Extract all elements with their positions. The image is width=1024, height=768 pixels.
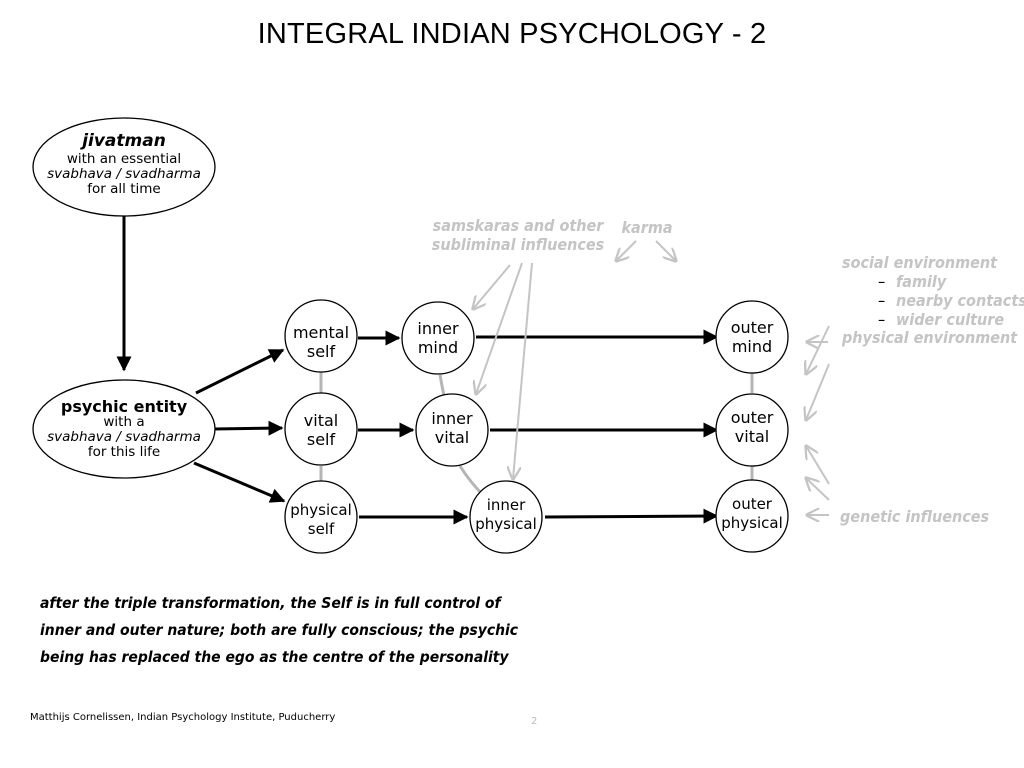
psychic-line2: svabhava / svadharma: [47, 429, 201, 445]
outer-mind-line2: mind: [732, 337, 772, 356]
env-arrow-2: [806, 325, 830, 374]
jivatman-line2: svabhava / svadharma: [47, 166, 201, 182]
family-label: family: [896, 272, 947, 291]
genetic-arrow-2: [806, 478, 830, 501]
outer-physical-line2: physical: [721, 514, 783, 532]
wider-culture-label: wider culture: [896, 310, 1004, 329]
arrow-inner-physical-to-outer-physical: [544, 508, 719, 524]
psychic-entity-node: psychic entity with a svabhava / svadhar…: [32, 379, 216, 479]
influence-arrow-to-inner-mind: [473, 264, 511, 309]
outer-physical-line1: outer: [732, 495, 773, 513]
inner-vital-line1: inner: [431, 409, 473, 428]
karma-label: karma: [621, 218, 672, 237]
page-number: 2: [531, 716, 538, 727]
nearby-dash: –: [878, 291, 885, 310]
samskaras-label-line1: samskaras and other: [433, 216, 605, 235]
caption-line3: being has replaced the ego as the centre…: [40, 648, 509, 666]
vital-self-line1: vital: [304, 411, 338, 430]
genetic-influences-label: genetic influences: [840, 507, 990, 526]
slide-title: INTEGRAL INDIAN PSYCHOLOGY - 2: [257, 18, 767, 50]
inner-mind-node: inner mind: [401, 301, 475, 375]
inner-vital-line2: vital: [435, 428, 469, 447]
arrow-psychic-to-physical-self: [193, 461, 286, 503]
jivatman-line1: with an essential: [67, 151, 181, 167]
influence-arrows: [473, 240, 830, 515]
inner-physical-node: inner physical: [469, 480, 543, 554]
physical-environment-label: physical environment: [841, 328, 1018, 347]
samskaras-label-line2: subliminal influences: [432, 235, 605, 254]
nearby-contacts-label: nearby contacts: [896, 291, 1024, 310]
outer-mind-node: outer mind: [715, 300, 789, 374]
karma-arrow-right: [655, 240, 676, 261]
footer-author: Matthijs Cornelissen, Indian Psychology …: [30, 712, 336, 723]
arrow-psychic-to-mental-self: [195, 348, 285, 395]
jivatman-line3: for all time: [87, 181, 160, 197]
genetic-arrow-1: [806, 446, 830, 485]
outer-mind-line1: outer: [731, 318, 774, 337]
influence-arrow-to-inner-vital: [476, 262, 523, 394]
karma-arrow-left: [616, 240, 637, 261]
family-dash: –: [878, 272, 885, 291]
wider-dash: –: [878, 310, 885, 329]
jivatman-node: jivatman with an essential svabhava / sv…: [32, 117, 216, 217]
caption-line1: after the triple transformation, the Sel…: [40, 594, 501, 612]
social-environment-label: social environment: [842, 253, 998, 272]
psychic-line1: with a: [103, 414, 144, 430]
inner-physical-line2: physical: [475, 515, 537, 533]
arrows: [116, 216, 719, 525]
mental-self-line2: self: [307, 342, 336, 361]
outer-vital-line1: outer: [731, 408, 774, 427]
env-arrow-3: [806, 363, 830, 420]
outer-vital-line2: vital: [735, 427, 769, 446]
connector-inner-mind-vital: [438, 374, 446, 397]
physical-self-line1: physical: [290, 501, 352, 519]
mental-self-node: mental self: [284, 299, 358, 373]
vital-self-node: vital self: [284, 392, 358, 466]
physical-self-line2: self: [308, 520, 335, 538]
physical-self-node: physical self: [284, 480, 358, 554]
psychic-heading: psychic entity: [61, 397, 188, 416]
arrow-psychic-to-vital-self: [213, 420, 284, 436]
caption-line2: inner and outer nature; both are fully c…: [40, 621, 519, 639]
vital-self-line2: self: [307, 430, 336, 449]
mental-self-line1: mental: [293, 323, 349, 342]
outer-vital-node: outer vital: [715, 393, 789, 467]
inner-mind-line2: mind: [418, 338, 458, 357]
inner-physical-line1: inner: [487, 496, 526, 514]
jivatman-heading: jivatman: [79, 131, 166, 151]
influence-arrow-to-inner-physical: [513, 262, 533, 479]
connectors: [319, 369, 754, 498]
psychic-line3: for this life: [88, 444, 160, 460]
caption: after the triple transformation, the Sel…: [40, 590, 520, 671]
inner-vital-node: inner vital: [415, 393, 489, 467]
inner-mind-line1: inner: [417, 319, 459, 338]
influence-labels: samskaras and other subliminal influence…: [432, 216, 1024, 526]
outer-physical-node: outer physical: [715, 479, 789, 553]
